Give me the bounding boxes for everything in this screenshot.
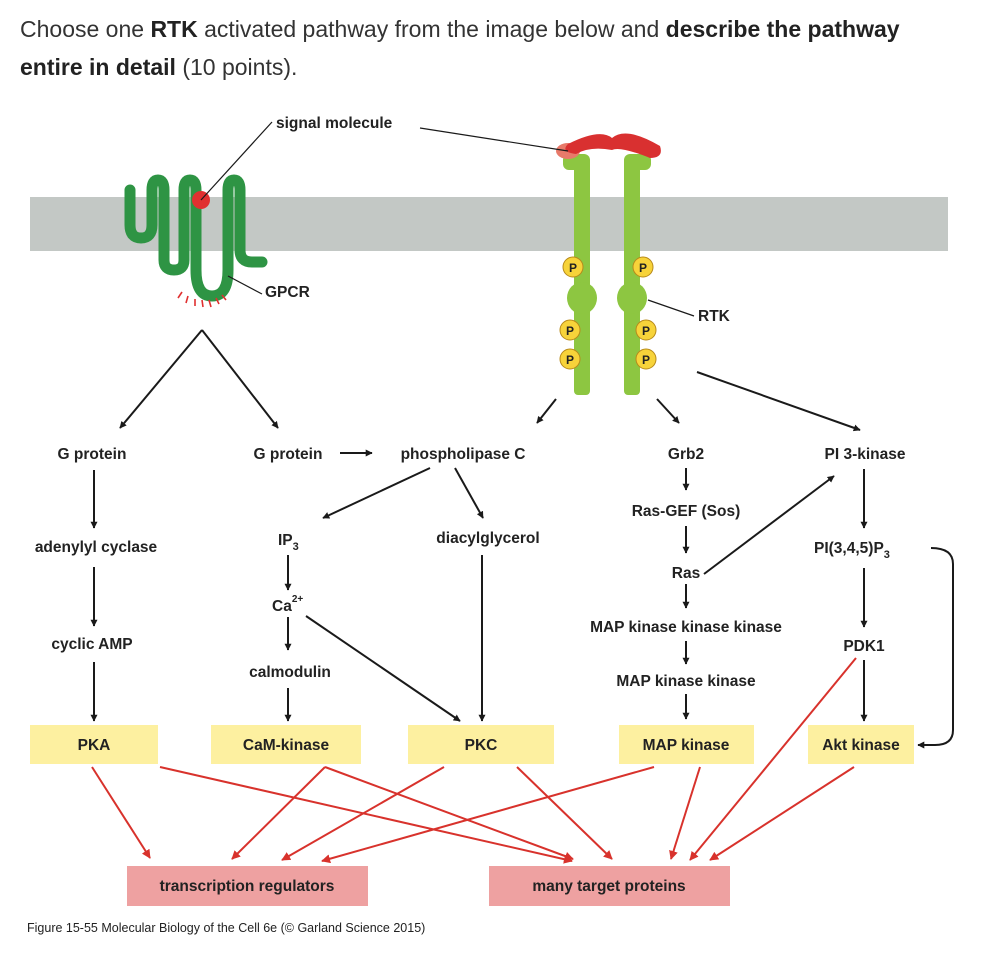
pdk1-label: PDK1 [843,638,885,655]
transcription-regulators-box [127,866,368,906]
svg-text:MAP kinase: MAP kinase [643,737,730,754]
calcium-label: Ca2+ [272,594,303,615]
svg-text:P: P [642,353,650,367]
svg-text:PKA: PKA [78,737,111,754]
svg-text:P: P [639,261,647,275]
pip3-label: PI(3,4,5)P3 [814,540,890,561]
ras-label: Ras [672,565,700,582]
signal-ligand [565,133,661,158]
adenylyl-cyclase-label: adenylyl cyclase [35,539,158,556]
mapkkk-label: MAP kinase kinase kinase [590,619,782,636]
phosphate-groups: P P P P P P [559,256,657,370]
svg-text:Akt kinase: Akt kinase [822,737,900,754]
svg-text:P: P [642,324,650,338]
calmodulin-label: calmodulin [249,664,331,681]
mapkk-label: MAP kinase kinase [616,673,756,690]
cyclic-amp-label: cyclic AMP [51,636,132,653]
effector-boxes: PKA CaM-kinase PKC MAP kinase Akt kinase [30,725,914,764]
signal-molecule-label: signal molecule [276,115,393,132]
diacylglycerol-label: diacylglycerol [436,530,539,547]
black-arrows [90,329,954,749]
svg-text:PKC: PKC [465,737,498,754]
grb2-label: Grb2 [668,446,704,463]
svg-text:P: P [566,353,574,367]
map-kinase-box [619,725,754,764]
ip3-label: IP3 [278,532,299,553]
pi3-kinase-label: PI 3-kinase [825,446,906,463]
pka-box [30,725,158,764]
cam-kinase-box [211,725,361,764]
red-arrows [91,657,857,864]
svg-text:P: P [566,324,574,338]
g-protein-mid-label: G protein [254,446,323,463]
question-part-3: (10 points). [175,54,298,80]
ras-gef-label: Ras-GEF (Sos) [632,503,741,520]
gpcr-label: GPCR [265,284,310,301]
question-text: Choose one RTK activated pathway from th… [20,10,960,86]
svg-text:CaM-kinase: CaM-kinase [243,737,330,754]
akt-kinase-box [808,725,914,764]
outcome-boxes: transcription regulators many target pro… [127,866,730,906]
figure-caption: Figure 15-55 Molecular Biology of the Ce… [27,921,425,935]
question-bold-instruction: describe the pathway entire in detail [20,16,900,80]
leader-lines [200,121,695,317]
question-bold-rtk: RTK [150,16,198,42]
svg-text:many target proteins: many target proteins [532,878,685,895]
question-part-2: activated pathway from the image below a… [197,16,666,42]
svg-text:transcription regulators: transcription regulators [160,878,335,895]
pkc-box [408,725,554,764]
rtk-label: RTK [698,308,731,325]
g-protein-left-label: G protein [58,446,127,463]
many-target-proteins-box [489,866,730,906]
phospholipase-c-label: phospholipase C [401,446,526,463]
question-part-1: Choose one [20,16,151,42]
svg-text:P: P [569,261,577,275]
